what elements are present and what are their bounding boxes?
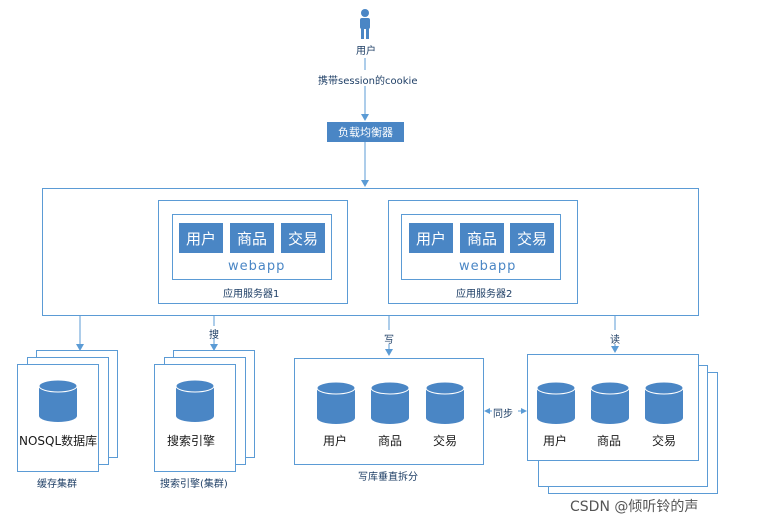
session-cookie-label: 携带session的cookie — [318, 76, 418, 87]
sync-label: 同步 — [493, 409, 513, 420]
cache-cluster-caption: 缓存集群 — [37, 479, 77, 490]
module-trade-1: 交易 — [281, 223, 325, 253]
search-cluster-caption: 搜索引擎(集群) — [160, 479, 228, 490]
app-server-2-label: 应用服务器2 — [456, 289, 513, 300]
write-db-caption: 写库垂直拆分 — [358, 472, 418, 483]
read-db-user: 用户 — [543, 434, 568, 448]
module-trade-2: 交易 — [510, 223, 554, 253]
webapp-label-1: webapp — [228, 259, 286, 274]
write-db-product: 商品 — [378, 434, 403, 448]
edge-read-label: 读 — [610, 335, 620, 346]
write-db-user: 用户 — [323, 434, 348, 448]
read-db-trade: 交易 — [652, 434, 677, 448]
webapp-label-2: webapp — [459, 259, 517, 274]
module-user-2: 用户 — [409, 223, 453, 253]
load-balancer: 负载均衡器 — [327, 122, 404, 142]
nosql-db-label: NOSQL数据库 — [19, 434, 98, 448]
read-db-product: 商品 — [597, 434, 622, 448]
app-server-1-label: 应用服务器1 — [223, 289, 280, 300]
edge-search-label: 搜 — [209, 330, 219, 341]
csdn-watermark: CSDN @倾听铃的声 — [570, 499, 699, 515]
write-db-trade: 交易 — [433, 434, 458, 448]
module-user-1: 用户 — [179, 223, 223, 253]
app-server-cluster — [42, 188, 699, 316]
user-label: 用户 — [356, 46, 376, 57]
module-product-1: 商品 — [230, 223, 274, 253]
edge-write-label: 写 — [384, 335, 394, 346]
search-engine-label: 搜索引擎 — [167, 434, 216, 448]
module-product-2: 商品 — [460, 223, 504, 253]
